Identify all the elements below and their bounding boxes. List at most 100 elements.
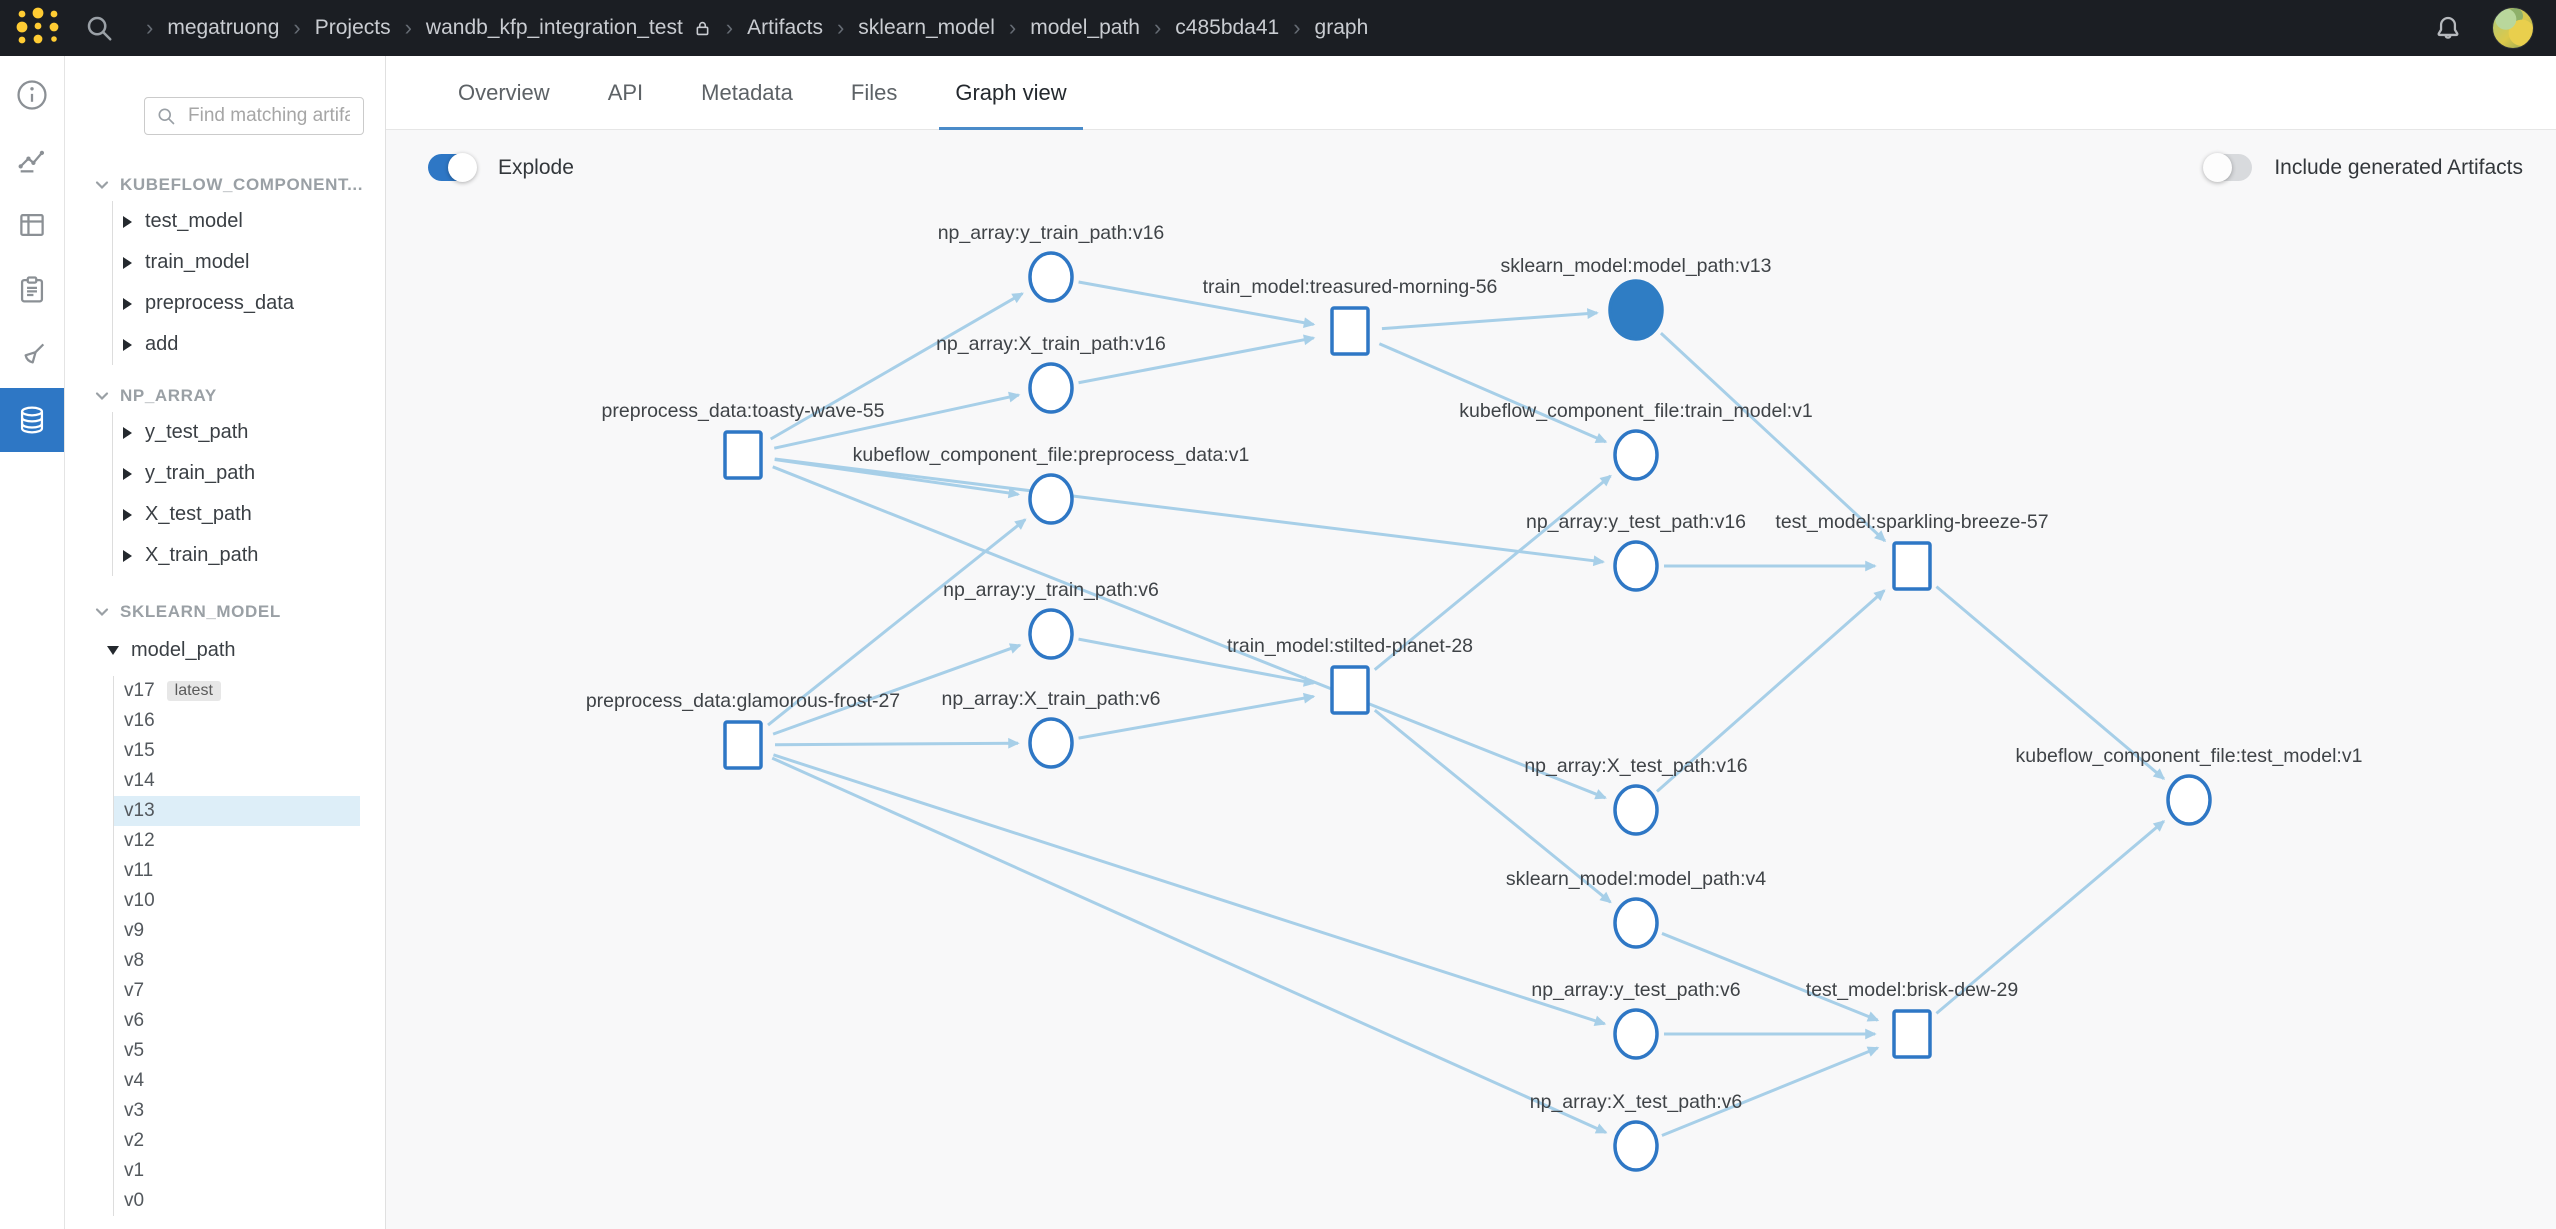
version-row[interactable]: v15 xyxy=(114,736,360,766)
breadcrumb-label: sklearn_model xyxy=(858,16,995,39)
graph-node-xtest16[interactable] xyxy=(1613,784,1659,836)
breadcrumb-item[interactable]: › Artifacts xyxy=(712,15,823,41)
graph-node-test29[interactable] xyxy=(1892,1009,1932,1059)
tree-item-label: y_train_path xyxy=(145,462,256,484)
tab[interactable]: Files xyxy=(851,56,897,129)
breadcrumb-item[interactable]: › sklearn_model xyxy=(823,15,995,41)
graph-node-ytrain6[interactable] xyxy=(1028,608,1074,660)
version-label: v2 xyxy=(124,1130,145,1151)
include-generated-toggle[interactable] xyxy=(2203,153,2253,182)
breadcrumb: › megatruong › Projects › wandb_kfp_inte… xyxy=(132,15,1368,41)
version-row[interactable]: v2 xyxy=(114,1126,360,1156)
version-row[interactable]: v3 xyxy=(114,1096,360,1126)
graph-node-model4[interactable] xyxy=(1613,897,1659,949)
tab[interactable]: Metadata xyxy=(701,56,793,129)
version-row[interactable]: v14 xyxy=(114,766,360,796)
include-generated-label: Include generated Artifacts xyxy=(2274,155,2523,179)
version-label: v4 xyxy=(124,1070,145,1091)
reports-icon xyxy=(20,276,44,303)
rail-item-reports[interactable] xyxy=(0,258,64,322)
tab[interactable]: Graph view xyxy=(939,56,1083,130)
breadcrumb-item[interactable]: › wandb_kfp_integration_test xyxy=(391,15,712,41)
version-label: v17 xyxy=(124,680,155,701)
tab[interactable]: Overview xyxy=(458,56,550,129)
tab-label: Metadata xyxy=(701,79,793,105)
breadcrumb-item[interactable]: › Projects xyxy=(279,15,390,41)
tree-item[interactable]: test_model xyxy=(113,201,385,242)
tree-section-sklearn-model[interactable]: SKLEARN_MODEL xyxy=(65,598,385,626)
graph-node-kcfpre[interactable] xyxy=(1028,473,1074,525)
tree-item[interactable]: X_test_path xyxy=(113,494,385,535)
version-row[interactable]: v1 xyxy=(114,1156,360,1186)
artifact-search[interactable] xyxy=(144,97,364,135)
version-row[interactable]: v12 xyxy=(114,826,360,856)
wandb-logo[interactable] xyxy=(0,0,76,56)
tree-item[interactable]: y_train_path xyxy=(113,453,385,494)
tree-section-kubeflow[interactable]: KUBEFLOW_COMPONENT... xyxy=(65,171,385,199)
chevron-down-icon xyxy=(95,181,109,190)
version-row[interactable]: v9 xyxy=(114,916,360,946)
version-row[interactable]: v11 xyxy=(114,856,360,886)
rail-item-charts[interactable] xyxy=(0,128,64,192)
graph-node-train28[interactable] xyxy=(1330,665,1370,715)
graph-node-train56[interactable] xyxy=(1330,306,1370,356)
graph-node-pre55[interactable] xyxy=(723,430,763,480)
graph-node-xtrain16[interactable] xyxy=(1028,362,1074,414)
version-row[interactable]: v13 xyxy=(114,796,360,826)
toggle-knob xyxy=(2203,153,2233,182)
graph-node-label: kubeflow_component_file:train_model:v1 xyxy=(1459,400,1812,422)
graph-edge-test57-kcftest xyxy=(1935,585,2166,780)
tree-section-np-array[interactable]: NP_ARRAY xyxy=(65,382,385,410)
graph-node-ytest6[interactable] xyxy=(1613,1008,1659,1060)
search-input[interactable] xyxy=(186,104,352,128)
graph-node-label: np_array:y_train_path:v16 xyxy=(938,222,1165,244)
breadcrumb-item[interactable]: › megatruong xyxy=(132,15,279,41)
rail-item-info[interactable] xyxy=(0,63,64,127)
graph-node-kcftest[interactable] xyxy=(2166,774,2212,826)
tree-item-label: preprocess_data xyxy=(145,292,294,314)
graph-node-xtest6[interactable] xyxy=(1613,1120,1659,1172)
breadcrumb-label: model_path xyxy=(1030,16,1140,39)
graph-node-ytest16[interactable] xyxy=(1613,540,1659,592)
bell-icon[interactable] xyxy=(2432,12,2464,44)
graph-node-test57[interactable] xyxy=(1892,541,1932,591)
tree-item[interactable]: preprocess_data xyxy=(113,283,385,324)
rail-item-tables[interactable] xyxy=(0,193,64,257)
tree-item[interactable]: y_test_path xyxy=(113,412,385,453)
version-label: v12 xyxy=(124,830,155,851)
version-row[interactable]: v7 xyxy=(114,976,360,1006)
avatar[interactable] xyxy=(2492,7,2534,49)
graph-node-xtrain6[interactable] xyxy=(1028,717,1074,769)
version-row[interactable]: v8 xyxy=(114,946,360,976)
version-row[interactable]: v4 xyxy=(114,1066,360,1096)
breadcrumb-separator: › xyxy=(404,15,412,40)
tree-item[interactable]: add xyxy=(113,324,385,365)
graph-node-model13[interactable] xyxy=(1608,279,1664,341)
rail-item-sweeps[interactable] xyxy=(0,323,64,387)
breadcrumb-separator: › xyxy=(293,15,301,40)
version-row[interactable]: v10 xyxy=(114,886,360,916)
graph-node-pre27[interactable] xyxy=(723,720,763,770)
rail-item-artifacts[interactable] xyxy=(0,388,64,452)
section-header-label: SKLEARN_MODEL xyxy=(120,602,281,621)
breadcrumb-item[interactable]: › model_path xyxy=(995,15,1140,41)
graph-node-label: sklearn_model:model_path:v4 xyxy=(1506,868,1766,890)
graph-node-ytrain16[interactable] xyxy=(1028,251,1074,303)
version-row[interactable]: v17 latest xyxy=(114,676,360,706)
breadcrumb-item[interactable]: › c485bda41 xyxy=(1140,15,1279,41)
version-row[interactable]: v6 xyxy=(114,1006,360,1036)
version-row[interactable]: v16 xyxy=(114,706,360,736)
tree-item-model-path[interactable]: model_path xyxy=(65,632,385,668)
version-label: v11 xyxy=(124,860,154,881)
version-label: v16 xyxy=(124,710,155,731)
graph-node-kcftrain[interactable] xyxy=(1613,429,1659,481)
breadcrumb-item[interactable]: › graph xyxy=(1279,15,1368,41)
tree-item[interactable]: X_train_path xyxy=(113,535,385,576)
chevron-down-icon xyxy=(95,608,109,617)
version-row[interactable]: v5 xyxy=(114,1036,360,1066)
explode-toggle[interactable] xyxy=(428,153,477,182)
search-icon[interactable] xyxy=(84,13,114,43)
tab[interactable]: API xyxy=(608,56,643,129)
tree-item[interactable]: train_model xyxy=(113,242,385,283)
version-row[interactable]: v0 xyxy=(114,1186,360,1216)
